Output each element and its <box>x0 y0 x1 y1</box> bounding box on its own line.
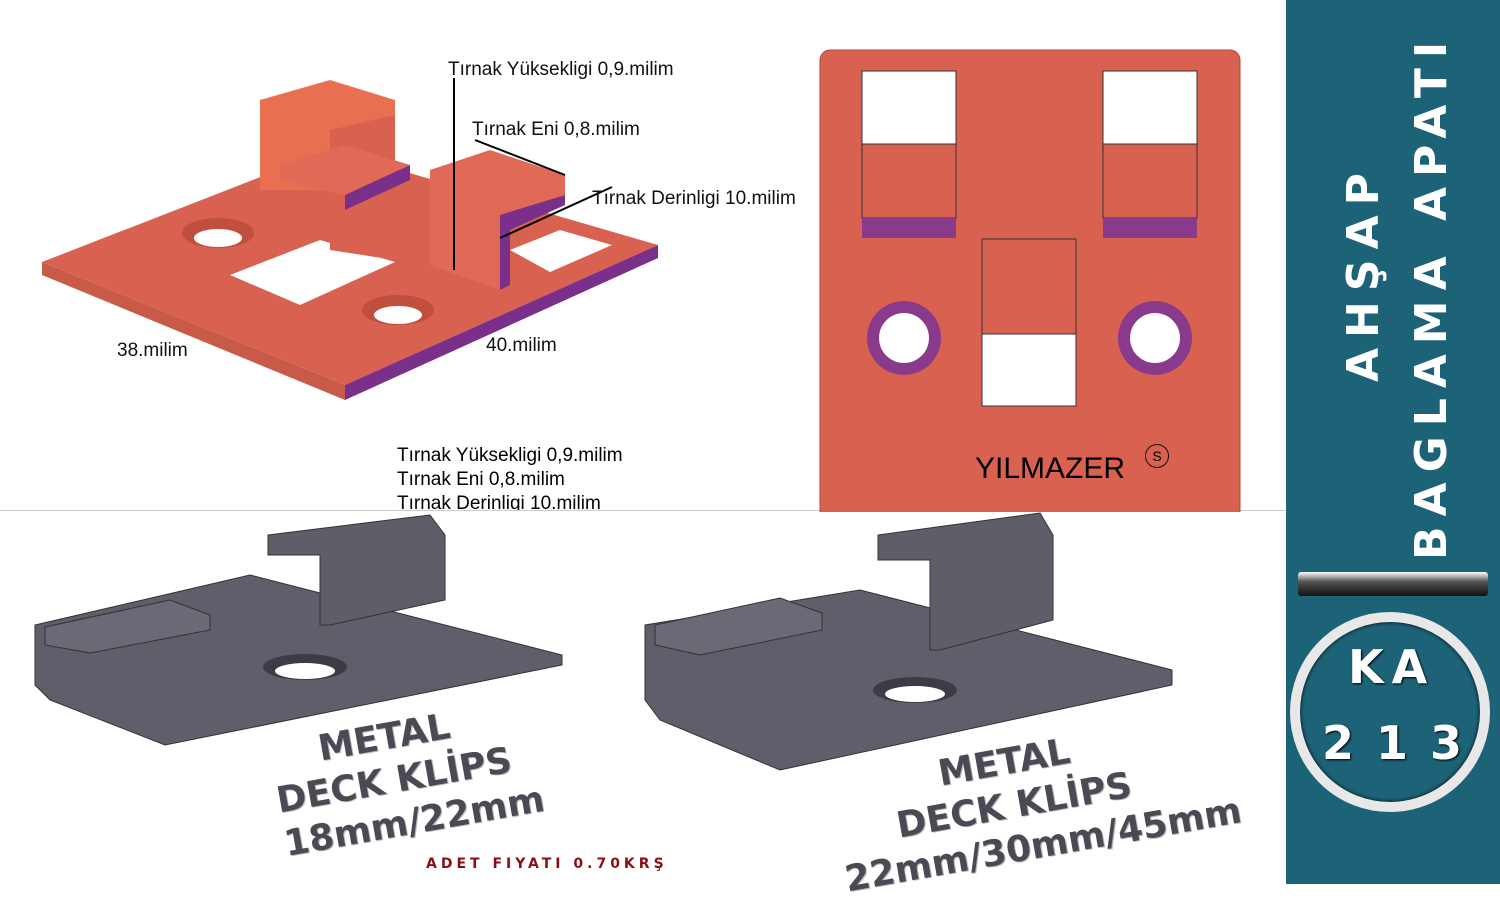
spec-line: Tırnak Derinligi 10.milim <box>397 493 601 510</box>
spec-line: Tırnak Yüksekligi 0,9.milim <box>397 445 623 466</box>
brand-name: YILMAZER <box>975 452 1126 485</box>
label-38mm: 38.milim <box>117 340 188 361</box>
spec-line: Tırnak Eni 0,8.milim <box>397 469 565 490</box>
side-title-2: BAGLAMA APATI <box>1406 31 1457 560</box>
spec-block: Tırnak Yüksekligi 0,9.milim Tırnak Eni 0… <box>397 444 697 510</box>
side-title-1: AHŞAP <box>1338 163 1389 382</box>
unit-price: ADET FIYATI 0.70KRŞ <box>426 856 668 872</box>
logo-code-top: KA <box>1348 640 1436 694</box>
isometric-clip-drawing <box>42 78 658 400</box>
registered-mark: S <box>1145 444 1169 468</box>
logo-code-bottom: 213 <box>1322 716 1485 770</box>
label-width: Tırnak Eni 0,8.milim <box>472 119 640 140</box>
divider <box>0 510 1286 511</box>
gray-clip-right <box>644 512 1173 771</box>
label-height: Tırnak Yüksekligi 0,9.milim <box>448 59 674 80</box>
logo-ring <box>1290 612 1490 812</box>
label-40mm: 40.milim <box>486 335 557 356</box>
gray-clip-left <box>34 514 563 746</box>
divider-bar <box>1298 572 1488 596</box>
plate-top-view <box>819 49 1241 512</box>
label-depth: Tırnak Derinligi 10.milim <box>592 188 796 209</box>
